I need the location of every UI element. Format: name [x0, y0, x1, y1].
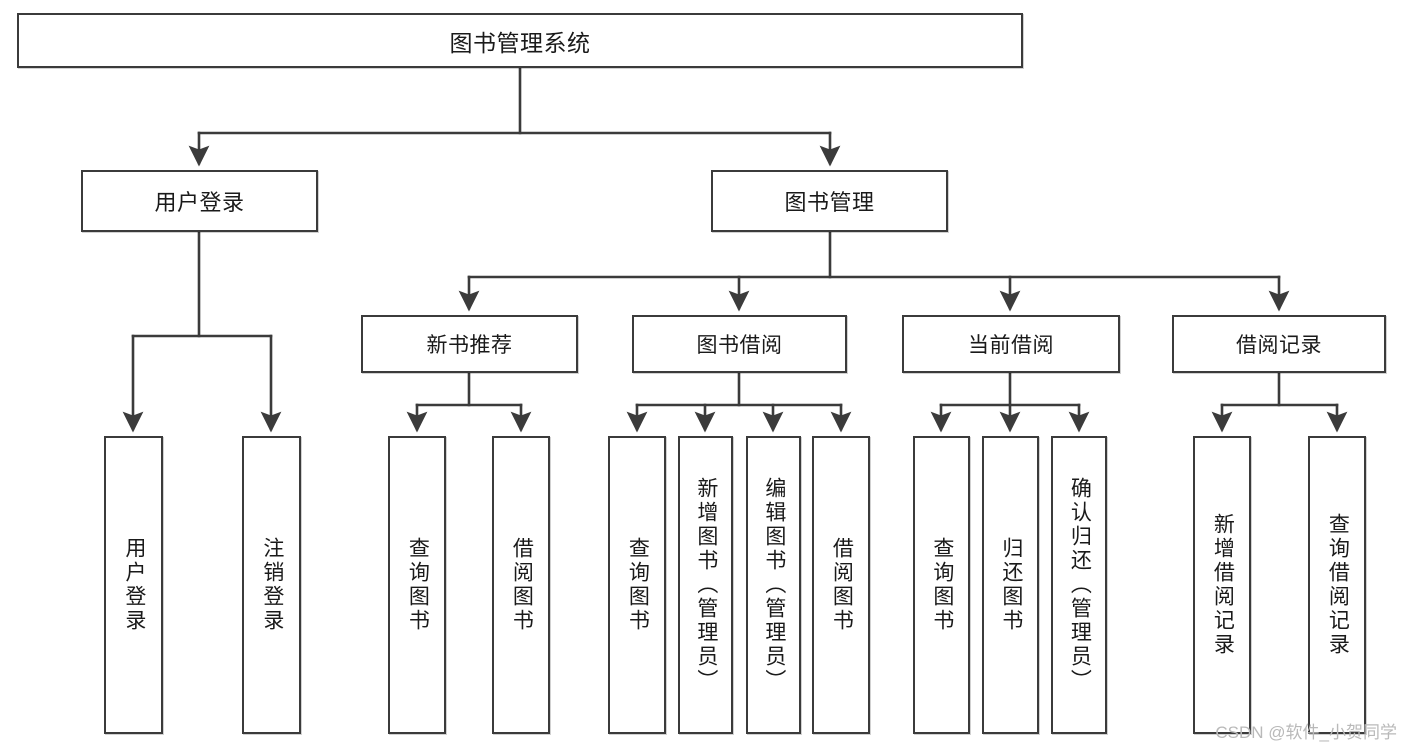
leaf-query-record[interactable]: 查询借阅记录	[1308, 436, 1366, 734]
leaf-borrow-book-2-label: 借阅图书	[830, 537, 854, 633]
leaf-borrow-book-1-label: 借阅图书	[510, 537, 534, 633]
leaf-return-book-label: 归还图书	[999, 537, 1023, 633]
leaf-query-book-1[interactable]: 查询图书	[388, 436, 446, 734]
leaf-add-book[interactable]: 新增图书（管理员）	[678, 436, 733, 734]
node-book-borrow-label: 图书借阅	[696, 334, 783, 357]
csdn-watermark: CSDN @软件_小贺同学	[1215, 723, 1397, 742]
node-borrow-record-label: 借阅记录	[1236, 334, 1322, 357]
leaf-user-login-label: 用户登录	[122, 537, 146, 633]
node-book-manage-label: 图书管理	[784, 190, 875, 215]
leaf-logout-label: 注销登录	[260, 537, 284, 633]
leaf-borrow-book-2[interactable]: 借阅图书	[812, 436, 870, 734]
leaf-confirm-return-label: 确认归还（管理员）	[1068, 477, 1092, 693]
node-root-label: 图书管理系统	[449, 29, 591, 56]
leaf-query-book-1-label: 查询图书	[406, 537, 430, 633]
leaf-add-book-label: 新增图书（管理员）	[694, 477, 718, 693]
leaf-add-record-label: 新增借阅记录	[1211, 513, 1235, 657]
leaf-user-login[interactable]: 用户登录	[104, 436, 163, 734]
leaf-query-record-label: 查询借阅记录	[1326, 513, 1350, 657]
node-root[interactable]: 图书管理系统	[17, 13, 1023, 68]
node-borrow-record[interactable]: 借阅记录	[1172, 315, 1386, 373]
leaf-confirm-return[interactable]: 确认归还（管理员）	[1051, 436, 1107, 734]
leaf-add-record[interactable]: 新增借阅记录	[1193, 436, 1251, 734]
leaf-query-book-3-label: 查询图书	[930, 537, 954, 633]
node-new-book-rec-label: 新书推荐	[426, 334, 513, 357]
leaf-edit-book-label: 编辑图书（管理员）	[762, 477, 786, 693]
leaf-query-book-2-label: 查询图书	[626, 537, 650, 633]
node-book-manage[interactable]: 图书管理	[711, 170, 948, 232]
leaf-logout[interactable]: 注销登录	[242, 436, 301, 734]
leaf-borrow-book-1[interactable]: 借阅图书	[492, 436, 550, 734]
node-user-login[interactable]: 用户登录	[81, 170, 318, 232]
leaf-edit-book[interactable]: 编辑图书（管理员）	[746, 436, 801, 734]
node-current-borrow[interactable]: 当前借阅	[902, 315, 1120, 373]
leaf-query-book-3[interactable]: 查询图书	[913, 436, 970, 734]
node-user-login-label: 用户登录	[154, 190, 245, 215]
node-book-borrow[interactable]: 图书借阅	[632, 315, 847, 373]
node-new-book-rec[interactable]: 新书推荐	[361, 315, 578, 373]
node-current-borrow-label: 当前借阅	[968, 334, 1054, 357]
leaf-return-book[interactable]: 归还图书	[982, 436, 1039, 734]
leaf-query-book-2[interactable]: 查询图书	[608, 436, 666, 734]
